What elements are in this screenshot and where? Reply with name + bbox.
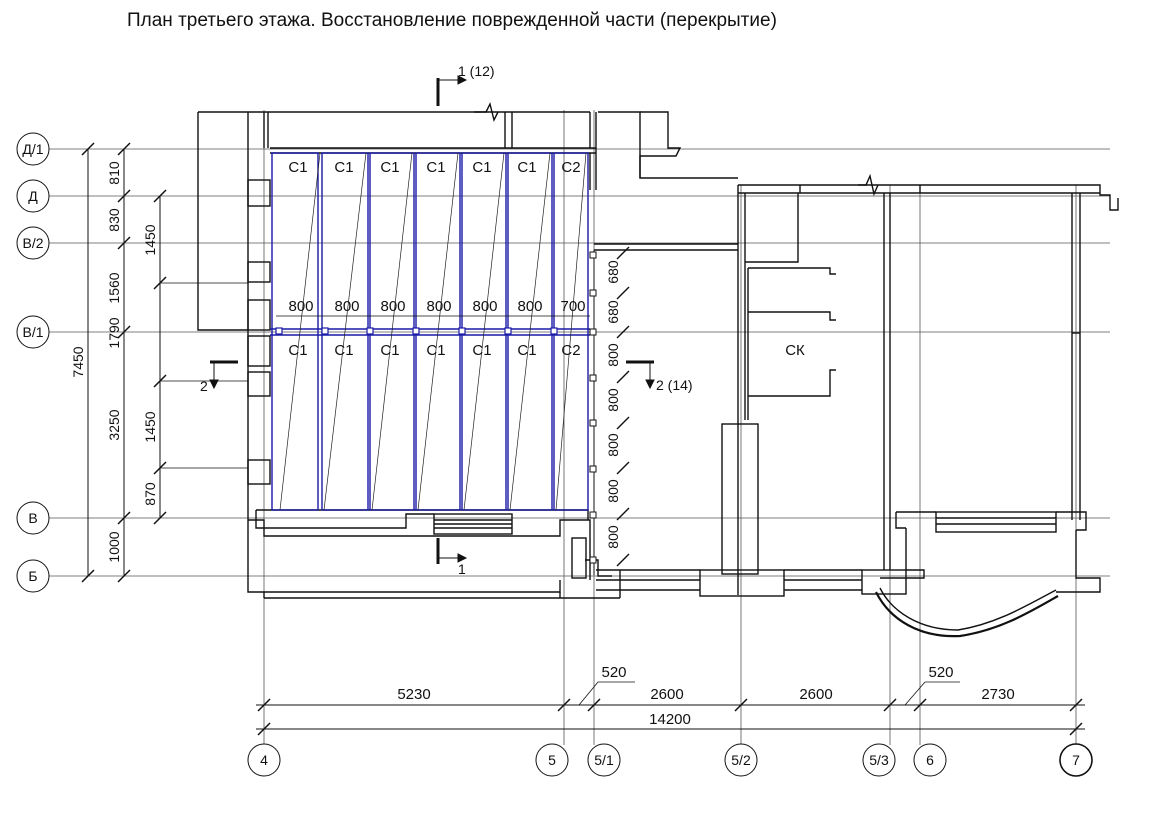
row-axis-bubbles: Д/1 Д В/2 В/1 В Б xyxy=(16,132,50,593)
slab-strips xyxy=(270,152,590,511)
dimension-label: 800 xyxy=(605,433,621,457)
section-mark-label: 1 (12) xyxy=(458,63,495,79)
col-axis-bubble: 5/3 xyxy=(862,743,896,777)
col-axis-bubble: 4 xyxy=(247,743,281,777)
dimension-label: 700 xyxy=(560,298,585,315)
row-axis-bubble: В/2 xyxy=(16,226,50,260)
right-dimension-labels: 680 680 800 800 800 800 800 xyxy=(605,260,621,549)
dimension-label: 800 xyxy=(288,298,313,315)
row-axis-bubble: Б xyxy=(16,559,50,593)
dim-extension-lines xyxy=(160,282,248,469)
slab-label: С1 xyxy=(334,159,353,176)
col-axis-label: 5/3 xyxy=(869,752,889,768)
dimension-label: 1790 xyxy=(106,317,122,348)
slab-label: С1 xyxy=(517,159,536,176)
dimension-label: 800 xyxy=(380,298,405,315)
dimension-label: 800 xyxy=(605,479,621,503)
dimension-label: 2600 xyxy=(650,686,683,703)
dimension-label: 520 xyxy=(601,664,626,681)
slab-label: С1 xyxy=(380,342,399,359)
slab-width-labels: 800 800 800 800 800 800 700 xyxy=(288,298,585,315)
col-axis-bubble: 6 xyxy=(913,743,947,777)
slab-label: С1 xyxy=(426,342,445,359)
section-mark-label: 2 xyxy=(200,378,208,394)
row-axis-label: Д xyxy=(28,188,38,204)
dimension-label: 5230 xyxy=(397,686,430,703)
slab-labels-top: С1 С1 С1 С1 С1 С1 С2 xyxy=(288,159,580,176)
dimension-label: 800 xyxy=(605,525,621,549)
dimension-label: 520 xyxy=(928,664,953,681)
dimension-label: 1000 xyxy=(106,531,122,562)
slab-label: С1 xyxy=(517,342,536,359)
col-axis-bubble: 5/1 xyxy=(587,743,621,777)
left-dimension-chains xyxy=(81,142,248,583)
col-axis-label: 5/2 xyxy=(731,752,751,768)
slab-label: С1 xyxy=(288,159,307,176)
row-axis-lines xyxy=(48,148,1110,577)
room-label: СК xyxy=(785,342,805,359)
dimension-label: 810 xyxy=(106,161,122,185)
dimension-label: 680 xyxy=(605,260,621,284)
row-axis-bubble: Д/1 xyxy=(16,132,50,166)
col-axis-lines xyxy=(263,110,1077,745)
slab-labels-bottom: С1 С1 С1 С1 С1 С1 С2 xyxy=(288,342,580,359)
slab-label: С1 xyxy=(472,159,491,176)
section-marker-left xyxy=(209,360,238,390)
dimension-label: 800 xyxy=(472,298,497,315)
col-axis-label: 5 xyxy=(548,752,556,768)
slab-label: С2 xyxy=(561,159,580,176)
section-marker-top xyxy=(436,75,468,106)
dimension-label: 800 xyxy=(334,298,359,315)
building-walls xyxy=(197,101,1119,638)
col-axis-bubbles: 4 5 5/1 5/2 5/3 6 7 xyxy=(247,743,1093,777)
slab-label: С1 xyxy=(472,342,491,359)
right-dimension-chain xyxy=(589,246,630,575)
col-axis-bubble: 7 xyxy=(1059,743,1093,777)
dimension-label: 7450 xyxy=(70,346,86,377)
row-axis-label: Б xyxy=(28,568,37,584)
dimension-label: 800 xyxy=(517,298,542,315)
section-mark-label: 1 xyxy=(458,561,466,577)
row-axis-label: В/1 xyxy=(22,324,43,340)
row-axis-label: В xyxy=(28,510,37,526)
dimension-label: 830 xyxy=(106,208,122,232)
dimension-label: 1560 xyxy=(106,272,122,303)
dimension-label: 14200 xyxy=(649,711,691,728)
slab-label: С1 xyxy=(380,159,399,176)
dimension-label: 2600 xyxy=(799,686,832,703)
dimension-label: 1450 xyxy=(142,224,158,255)
dimension-label: 680 xyxy=(605,300,621,324)
slab-label: С2 xyxy=(561,342,580,359)
dimension-label: 800 xyxy=(605,343,621,367)
slab-label: С1 xyxy=(334,342,353,359)
col-axis-bubble: 5 xyxy=(535,743,569,777)
row-axis-label: В/2 xyxy=(22,235,43,251)
bottom-dimension-chains xyxy=(256,681,1085,736)
slab-joint-markers xyxy=(275,327,558,335)
col-axis-label: 5/1 xyxy=(594,752,614,768)
dimension-label: 800 xyxy=(426,298,451,315)
col-axis-label: 7 xyxy=(1072,752,1080,768)
slab-label: С1 xyxy=(288,342,307,359)
slab-diagonals xyxy=(279,152,587,511)
section-mark-label: 2 (14) xyxy=(656,377,693,393)
row-axis-bubble: В/1 xyxy=(16,315,50,349)
row-axis-bubble: В xyxy=(16,501,50,535)
row-axis-bubble: Д xyxy=(16,179,50,213)
section-marker-bottom xyxy=(436,538,468,564)
col-axis-bubble: 5/2 xyxy=(724,743,758,777)
page-title: План третьего этажа. Восстановление повр… xyxy=(127,10,777,31)
row-axis-label: Д/1 xyxy=(22,141,43,157)
slab-label: С1 xyxy=(426,159,445,176)
section-marker-right xyxy=(626,360,655,390)
dimension-label: 2730 xyxy=(981,686,1014,703)
dimension-label: 870 xyxy=(142,482,158,506)
col-axis-label: 4 xyxy=(260,752,268,768)
dimension-label: 1450 xyxy=(142,411,158,442)
dimension-label: 3250 xyxy=(106,409,122,440)
col-axis-label: 6 xyxy=(926,752,934,768)
dimension-label: 800 xyxy=(605,388,621,412)
